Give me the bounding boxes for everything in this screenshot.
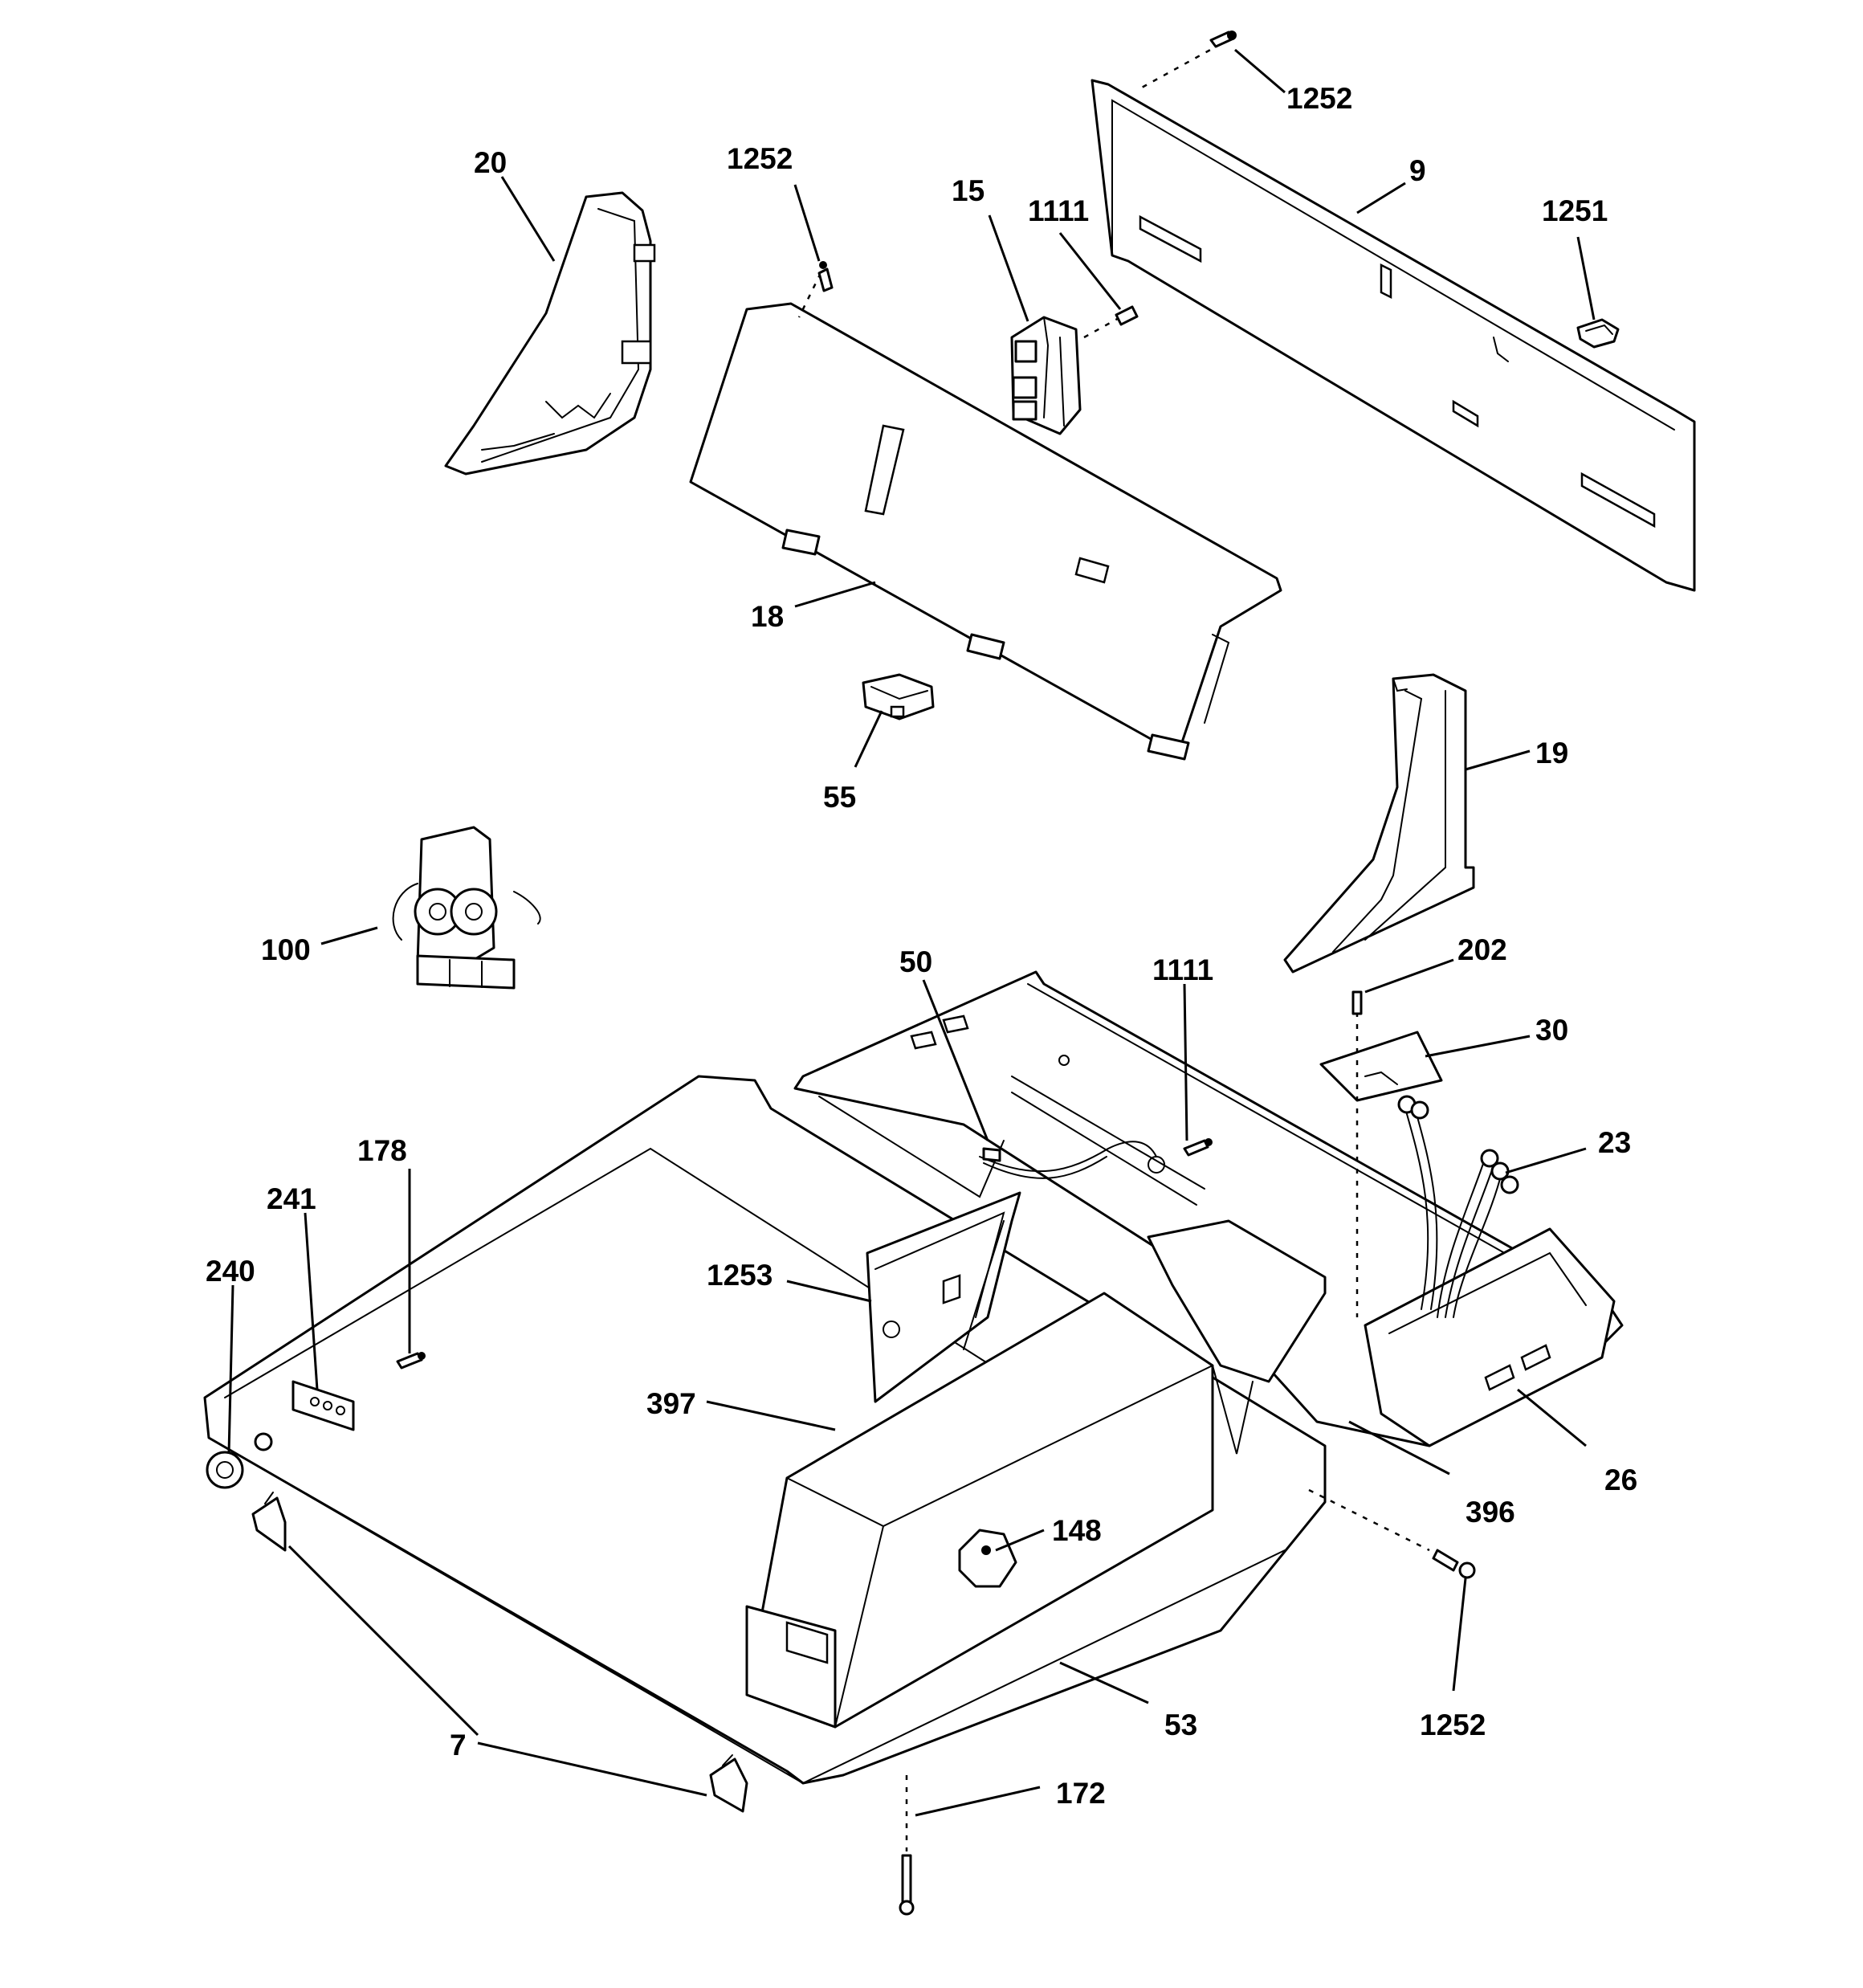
screw-guide-line-4 [1308,1488,1430,1552]
control-panel-part-18[interactable] [689,302,1282,761]
hinge-part-7-left[interactable] [251,1492,287,1552]
callout-1111-bottom: 1111 [1152,953,1213,986]
callout-53: 53 [1164,1708,1197,1741]
switch-block-part-15[interactable] [1010,316,1082,435]
callout-30: 30 [1535,1014,1568,1047]
callout-18: 18 [751,600,784,633]
callout-20: 20 [474,146,507,179]
cap-part-240[interactable] [206,1432,273,1489]
callout-15: 15 [952,174,984,207]
ground-wire-part-50[interactable] [979,1141,1157,1179]
callout-397: 397 [646,1387,696,1420]
screw-part-202[interactable] [1351,990,1363,1015]
callout-202: 202 [1457,933,1507,966]
screw-part-172[interactable] [899,1854,915,1916]
bracket-part-1253[interactable] [866,1191,1021,1403]
callout-1252-top: 1252 [1286,82,1352,115]
screw-part-1111-bottom[interactable] [1183,1138,1213,1157]
callout-178: 178 [357,1134,407,1167]
callout-55: 55 [823,781,856,814]
timer-part-100[interactable] [392,826,541,990]
screw-part-1252-top[interactable] [1209,31,1237,48]
screw-part-1252-bottom[interactable] [1432,1549,1476,1579]
callout-7: 7 [450,1729,467,1761]
callout-240: 240 [206,1255,255,1288]
callout-26: 26 [1604,1463,1637,1496]
screw-guide-line-2 [797,272,822,318]
shield-part-26[interactable] [1364,1227,1616,1447]
hinge-part-7-right[interactable] [709,1754,748,1813]
end-cap-part-19[interactable] [1283,673,1475,974]
screw-part-1111-top[interactable] [1083,305,1139,339]
clip-part-1251[interactable] [1576,318,1620,349]
cover-plate-part-30[interactable] [1319,1031,1443,1102]
callout-23: 23 [1598,1126,1631,1159]
callout-labels: 1252 9 1251 20 1252 15 1111 18 55 19 100… [206,82,1637,1810]
heater-box-part-397[interactable] [745,1219,1327,1729]
leader-lines [227,48,1596,1817]
door-switch-part-241[interactable] [291,1380,355,1431]
screw-part-1252-mid[interactable] [817,261,834,292]
rear-panel-part-9[interactable] [1090,79,1696,592]
end-cap-part-20[interactable] [444,191,656,476]
callout-1252-mid: 1252 [727,142,793,175]
callout-172: 172 [1056,1777,1106,1810]
callout-396: 396 [1466,1496,1515,1529]
screw-guide-line [1139,43,1221,90]
screw-part-178[interactable] [396,1352,426,1370]
callout-1251: 1251 [1542,194,1608,227]
callout-1111-top: 1111 [1028,194,1089,227]
callout-100: 100 [261,933,311,966]
callout-1252-bottom: 1252 [1420,1708,1486,1741]
callout-50: 50 [899,945,932,978]
callout-19: 19 [1535,737,1568,769]
callout-148: 148 [1052,1514,1102,1547]
callout-241: 241 [267,1182,316,1215]
callout-1253: 1253 [707,1259,773,1292]
callout-9: 9 [1409,154,1426,187]
wire-harness-part-23[interactable] [1397,1095,1519,1318]
clip-part-55[interactable] [862,673,935,720]
